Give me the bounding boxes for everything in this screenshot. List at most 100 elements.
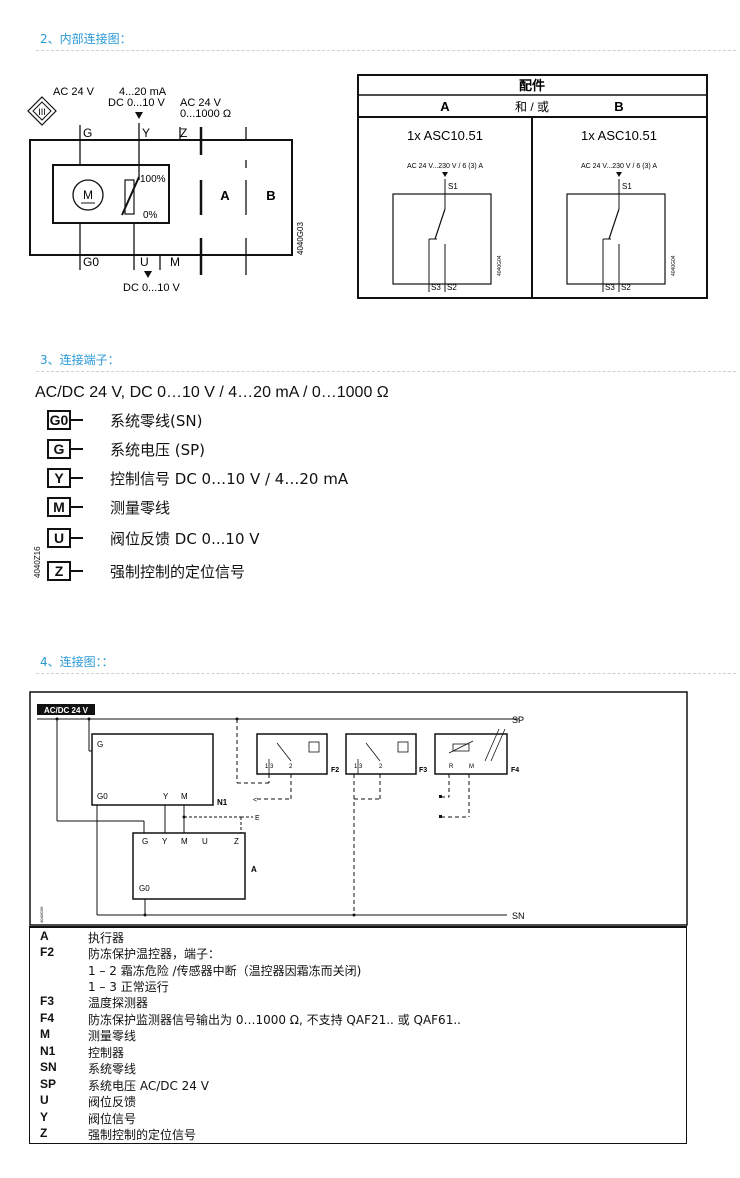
legend-key: Z — [40, 1126, 48, 1140]
section-heading-internal: 2、内部连接图： — [40, 32, 132, 46]
input-arrow-icon — [135, 112, 143, 119]
potentiometer-icon — [124, 179, 135, 215]
terminal-u: U — [140, 255, 149, 269]
sp-label: SP — [512, 715, 524, 725]
class-iii-label: III — [38, 107, 46, 117]
feedback-arrow-icon — [144, 271, 152, 278]
legend-value: 强制控制的定位信号 — [88, 1128, 197, 1142]
f4-r: R — [449, 764, 454, 770]
terminal-desc: 控制信号 DC 0…10 V / 4…20 mA — [110, 469, 349, 488]
frost-monitor-f4 — [434, 733, 508, 775]
accessories-title: 配件 — [519, 78, 545, 93]
legend-value: 测量零线 — [88, 1029, 137, 1043]
terminal-m: M — [170, 255, 180, 269]
legend-key: A — [40, 929, 49, 943]
n1-g0: G0 — [97, 792, 108, 801]
thermostat-f2 — [256, 733, 328, 775]
a-s1: S1 — [448, 182, 458, 191]
terminal-row-z: Z 强制控制的定位信号 — [47, 560, 245, 582]
terminal-desc: 系统零线(SN) — [110, 411, 203, 430]
actuator-a — [132, 832, 246, 900]
f3-label: F3 — [419, 767, 427, 774]
f2-pins: 1 3 — [265, 764, 274, 770]
rating-b: AC 24 V...230 V / 6 (3) A — [581, 163, 657, 170]
acc-code-a: 4040G04 — [497, 255, 503, 276]
resistance-label-1: AC 24 V — [180, 97, 222, 109]
legend-value: 温度探测器 — [88, 996, 149, 1010]
slot-a-label: A — [220, 188, 230, 203]
acc-code-b: 4040G04 — [671, 255, 677, 276]
detector-f3 — [345, 733, 417, 775]
legend-key: F3 — [40, 994, 55, 1008]
terminals-header: AC/DC 24 V, DC 0…10 V / 4…20 mA / 0…1000… — [35, 384, 389, 401]
input-signal-label-2: DC 0...10 V — [108, 97, 166, 109]
legend-key: SN — [40, 1060, 57, 1074]
col-a: A — [440, 99, 450, 114]
divider — [36, 50, 736, 51]
legend-key: Y — [40, 1110, 49, 1124]
terminal-row-g0: G0 系统零线(SN) — [47, 409, 202, 431]
f2-label: F2 — [331, 767, 339, 774]
terminal-y: Y — [142, 126, 150, 140]
legend-key: N1 — [40, 1044, 56, 1058]
f2-pin2: 2 — [289, 764, 293, 770]
n1-y: Y — [163, 792, 169, 801]
pos-0: 0% — [143, 210, 158, 221]
n1-g: G — [97, 740, 103, 749]
a-g: G — [142, 837, 148, 846]
terminal-key: Y — [47, 468, 71, 488]
class-iii-symbol: III — [27, 96, 57, 126]
terminal-row-m: M 测量零线 — [47, 496, 170, 518]
f4-label: F4 — [511, 767, 519, 774]
terminal-desc: 阀位反馈 DC 0...10 V — [110, 529, 260, 548]
legend-value: 系统零线 — [88, 1062, 137, 1076]
section-heading-wiring: 4、连接图：： — [40, 655, 114, 669]
model-b: 1x ASC10.51 — [581, 128, 657, 143]
legend-value: 防冻保护监测器信号输出为 0…1000 Ω, 不支持 QAF21.. 或 QAF… — [88, 1013, 461, 1027]
f4-m: M — [469, 764, 474, 770]
feedback-label: DC 0...10 V — [123, 282, 181, 294]
n1-label: N1 — [217, 798, 228, 807]
f3-pins: 1 3 — [354, 764, 363, 770]
a-s2: S2 — [447, 283, 457, 292]
a-z: Z — [234, 837, 239, 846]
a-y: Y — [162, 837, 168, 846]
terminal-key: M — [47, 497, 71, 517]
motor-box — [52, 164, 170, 224]
slot-b-label: B — [266, 188, 275, 203]
wiring-code: 4040G06 — [39, 906, 44, 923]
supply-label: AC 24 V — [53, 86, 95, 98]
n1-m: M — [181, 792, 188, 801]
legend-value: 防冻保护温控器，端子： — [88, 947, 221, 961]
e-connector: E — [255, 815, 260, 822]
terminal-row-u: U 阀位反馈 DC 0...10 V — [47, 527, 260, 549]
motor-icon — [72, 179, 104, 211]
sn-label: SN — [512, 911, 525, 921]
legend-value: 控制器 — [88, 1046, 125, 1060]
b-s3: S3 — [605, 283, 615, 292]
terminal-key: G — [47, 439, 71, 459]
terminal-key: U — [47, 528, 71, 548]
controller-n1 — [91, 733, 214, 806]
legend-value: 1 – 2 霜冻危险 /传感器中断（温控器因霜冻而关闭) — [88, 964, 362, 978]
terminal-desc: 强制控制的定位信号 — [110, 562, 246, 581]
a-u: U — [202, 837, 208, 846]
divider — [36, 673, 736, 674]
wiring-diagram: AC/DC 24 V SP SN G G0 Y M N1 G Y M U Z G… — [29, 691, 688, 926]
terminal-row-y: Y 控制信号 DC 0…10 V / 4…20 mA — [47, 467, 348, 489]
a-label: A — [251, 865, 257, 874]
model-a: 1x ASC10.51 — [407, 128, 483, 143]
terminal-z: Z — [180, 126, 187, 140]
f2-arrow-icon: < — [253, 797, 257, 804]
accessories-table: 配件 A 和 / 或 B 1x ASC10.51 AC 24 V...230 V… — [357, 74, 708, 299]
switch-b-box — [566, 193, 666, 285]
a-s3: S3 — [431, 283, 441, 292]
legend-key: F4 — [40, 1011, 55, 1025]
rating-a: AC 24 V...230 V / 6 (3) A — [407, 163, 483, 170]
legend-key: M — [40, 1027, 50, 1041]
terminals-code: 4040Z16 — [33, 546, 42, 578]
section-heading-terminals: 3、连接端子： — [40, 353, 120, 367]
diagram-code: 4040G03 — [296, 222, 305, 255]
supply-tag-label: AC/DC 24 V — [44, 706, 89, 715]
